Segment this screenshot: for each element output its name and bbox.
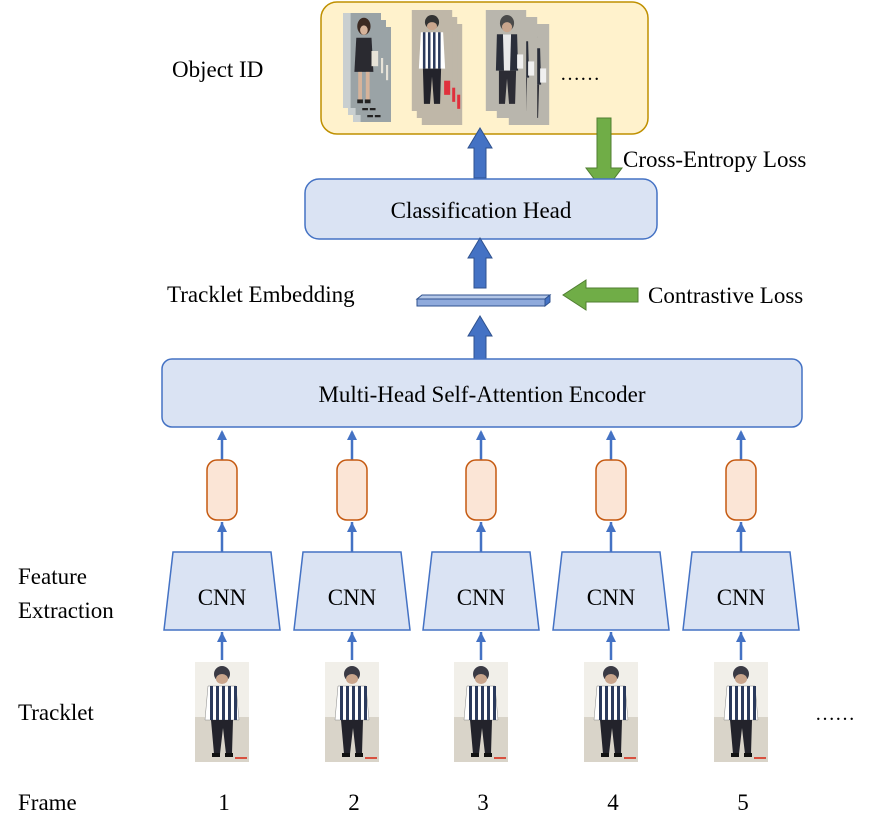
feature-token [206,459,238,521]
up-arrow-head-to-output [467,127,493,179]
cnn-label: CNN [457,585,506,610]
frame-label: Frame [18,790,77,815]
cnn-block [682,551,800,631]
cross-entropy-label: Cross-Entropy Loss [623,147,806,172]
object-id-box [320,1,649,135]
feature-token [465,459,497,521]
tracklet-embedding-bar [415,293,552,308]
tracklet-label: Tracklet [18,700,94,725]
frame-number: 2 [348,790,360,815]
identity-thumbnails-man [485,10,550,125]
tracklet-frame-thumbnail [195,662,249,762]
contrastive-loss-label: Contrastive Loss [648,283,803,308]
feature-token [336,459,368,521]
feature-token [725,459,757,521]
up-arrow-embedding-to-head [467,237,493,289]
frame-column-3: CNN 3 [422,430,540,815]
cnn-block [293,551,411,631]
feature-extraction-label-line2: Extraction [18,598,114,623]
cnn-label: CNN [198,585,247,610]
frame-number: 1 [218,790,230,815]
tracklet-frame-thumbnail [454,662,508,762]
tracklet-frame-thumbnail [714,662,768,762]
frame-number: 3 [477,790,489,815]
cnn-block [422,551,540,631]
frame-column-1: CNN 1 [163,430,281,815]
object-id-label: Object ID [172,57,263,82]
cnn-label: CNN [717,585,766,610]
feature-extraction-label-line1: Feature [18,564,87,589]
tracklet-frame-thumbnail [325,662,379,762]
tracklet-frame-thumbnail [584,662,638,762]
identity-thumbnails-striped [411,10,463,125]
self-attention-encoder-box [161,358,803,428]
cnn-block [552,551,670,631]
frame-column-5: CNN 5 [682,430,800,815]
identity-ellipsis: …… [560,63,600,85]
contrastive-loss-arrow [562,279,639,311]
frame-number: 4 [607,790,619,815]
cnn-label: CNN [328,585,377,610]
tracklet-embedding-label: Tracklet Embedding [167,282,355,307]
up-arrow-encoder-to-embedding [467,315,493,365]
self-attention-encoder-label: Multi-Head Self-Attention Encoder [318,382,645,407]
classification-head-label: Classification Head [391,198,572,223]
cnn-block [163,551,281,631]
frame-number: 5 [737,790,749,815]
identity-thumbnails-woman [343,13,391,122]
cnn-label: CNN [587,585,636,610]
tracklet-ellipsis: …… [815,703,855,725]
feature-token [595,459,627,521]
frame-column-2: CNN 2 [293,430,411,815]
frame-column-4: CNN 4 [552,430,670,815]
